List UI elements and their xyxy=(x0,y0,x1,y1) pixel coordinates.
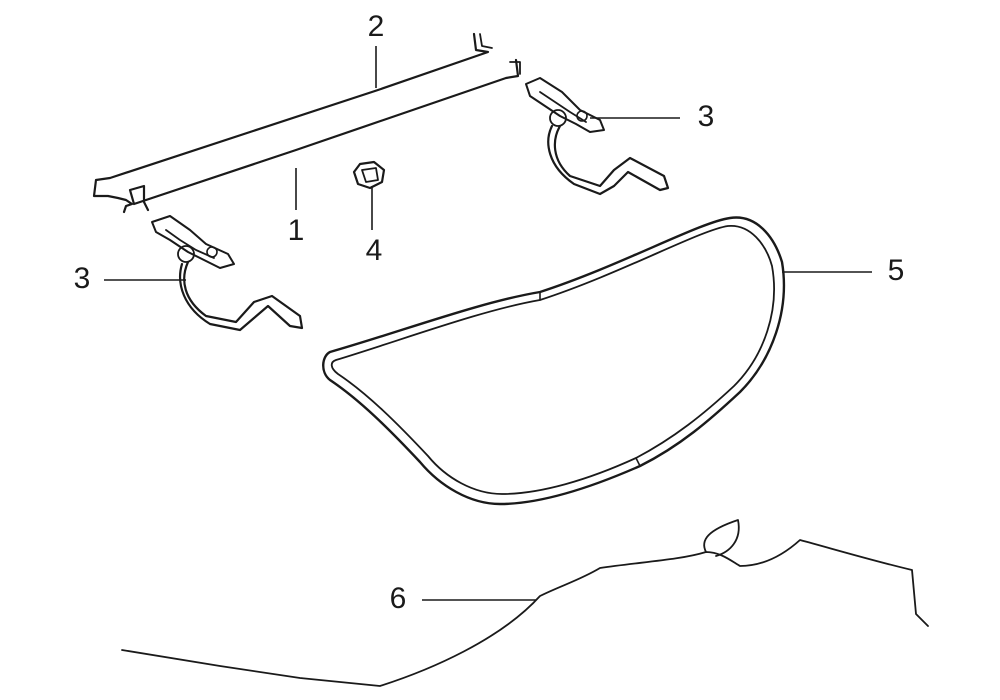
hinge-right xyxy=(525,77,670,196)
callout-1: 1 xyxy=(288,214,305,247)
callout-4: 4 xyxy=(366,234,383,267)
hinge-left xyxy=(151,215,304,332)
release-cable xyxy=(121,519,929,687)
callout-2: 2 xyxy=(368,10,385,43)
clip-fastener xyxy=(352,160,386,190)
callout-5: 5 xyxy=(888,254,905,287)
torsion-rod-upper xyxy=(92,32,493,214)
callout-3-right: 3 xyxy=(698,100,715,133)
callouts: 1 2 3 3 4 5 6 xyxy=(74,10,905,615)
leader-lines xyxy=(104,46,872,601)
torsion-rod-lower xyxy=(128,58,521,212)
weatherstrip-seal xyxy=(322,216,786,506)
callout-6: 6 xyxy=(390,582,407,615)
callout-3-left: 3 xyxy=(74,262,91,295)
